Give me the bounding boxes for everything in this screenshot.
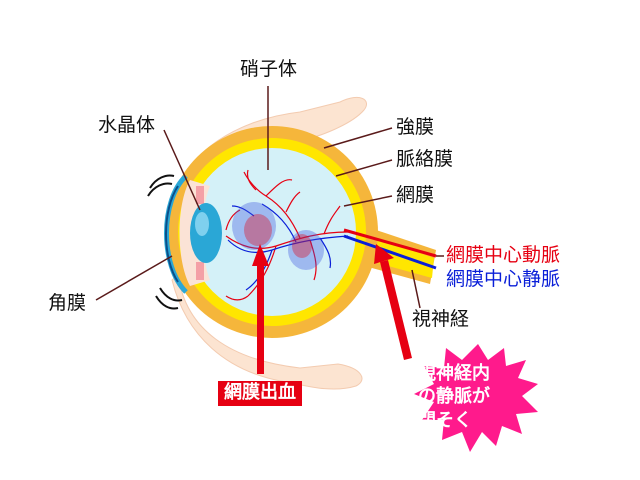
label-optic-nerve: 視神経 bbox=[412, 308, 470, 330]
label-cornea: 角膜 bbox=[48, 292, 87, 314]
retinal-veins bbox=[227, 203, 349, 291]
central-retinal-vein bbox=[343, 234, 437, 270]
lens-highlight bbox=[195, 212, 209, 236]
label-lens: 水晶体 bbox=[98, 114, 156, 136]
label-vitreous: 硝子体 bbox=[240, 58, 298, 80]
upper-eyelash bbox=[147, 174, 175, 197]
leader-retina bbox=[343, 195, 393, 207]
occlusion-callout: 視神経内 の静脈が 閉そく bbox=[418, 362, 536, 432]
callout-line-1: 視神経内 bbox=[418, 363, 490, 384]
vitreous-body bbox=[188, 148, 356, 316]
label-retina: 網膜 bbox=[396, 184, 435, 206]
leader-choroid bbox=[335, 159, 393, 177]
occlusion-burst bbox=[414, 344, 538, 452]
label-central-artery: 網膜中心動脈 bbox=[446, 244, 561, 266]
leader-lens bbox=[163, 129, 201, 211]
callout-line-2: の静脈が bbox=[418, 386, 490, 408]
label-choroid: 脈絡膜 bbox=[396, 148, 454, 170]
lower-eyelash bbox=[155, 287, 183, 310]
leader-sclera bbox=[323, 127, 393, 149]
iris-lower bbox=[196, 262, 204, 280]
hemorrhage-cluster-left bbox=[232, 202, 276, 250]
label-sclera: 強膜 bbox=[396, 116, 435, 138]
label-hemorrhage: 網膜出血 bbox=[218, 381, 302, 406]
occlusion-pointer bbox=[374, 244, 412, 360]
lower-eyelid bbox=[171, 274, 363, 390]
leader-optic-nerve bbox=[411, 269, 421, 309]
hemorrhage-cluster-right bbox=[288, 230, 324, 270]
leader-cornea bbox=[95, 255, 173, 301]
retinal-arteries bbox=[225, 169, 349, 301]
callout-line-3: 閉そく bbox=[418, 409, 472, 431]
cornea-inner bbox=[165, 185, 179, 283]
label-central-vein: 網膜中心静脈 bbox=[446, 268, 561, 290]
central-retinal-artery bbox=[343, 228, 437, 258]
iris-upper bbox=[196, 186, 204, 204]
hemorrhage-pointer bbox=[252, 244, 269, 374]
